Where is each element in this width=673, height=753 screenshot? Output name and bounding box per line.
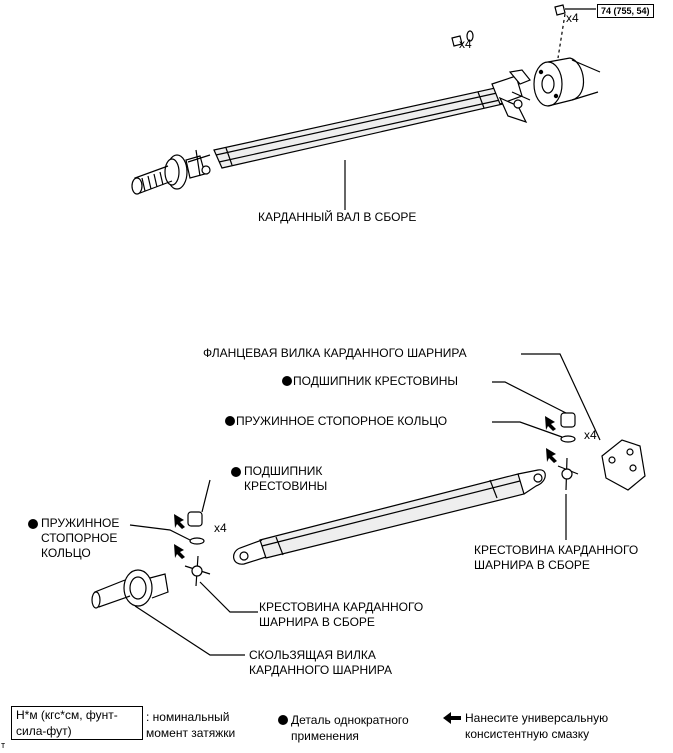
shaft-assembly-label: КАРДАННЫЙ ВАЛ В СБОРЕ [258,210,417,224]
single-use-dot-icon [282,376,292,386]
legend-grease: Нанесите универсальную консистентную сма… [465,711,609,741]
single-use-dot-icon [225,416,235,426]
torque-spec: 74 (755, 54) [597,4,654,18]
corner-mark: т [1,740,6,750]
legend-torque-unit: Н*м (кгс*см, фунт- сила-фут) [11,706,143,740]
single-use-dot-icon [28,519,38,529]
legend-single-use: Деталь однократного применения [291,713,409,743]
flange-yoke-label: ФЛАНЦЕВАЯ ВИЛКА КАРДАННОГО ШАРНИРА [203,346,467,360]
snap-ring-upper-label: ПРУЖИННОЕ СТОПОРНОЕ КОЛЬЦО [225,414,447,429]
single-use-dot-icon [231,467,241,477]
legend-dot-icon [278,715,288,725]
slip-yoke-label: СКОЛЬЗЯЩАЯ ВИЛКА КАРДАННОГО ШАРНИРА [249,648,392,677]
spider-left-label: КРЕСТОВИНА КАРДАННОГО ШАРНИРА В СБОРЕ [259,600,424,629]
bolts-quantity: x4 [459,37,472,51]
bottom-exploded-view [91,353,646,656]
lower-quantity: x4 [214,521,227,535]
bearing-lower-label: ПОДШИПНИК КРЕСТОВИНЫ [231,464,327,494]
spider-right-label: КРЕСТОВИНА КАРДАННОГО ШАРНИРА В СБОРЕ [474,543,639,572]
snap-ring-lower-label: ПРУЖИННОЕ СТОПОРНОЕ КОЛЬЦО [28,516,119,561]
top-shaft-assembly [131,4,601,210]
grease-arrows [174,416,557,724]
upper-quantity: x4 [584,428,597,442]
legend-torque-desc: : номинальный момент затяжки [146,710,236,740]
nuts-quantity: x4 [566,11,579,25]
bearing-upper-label: ПОДШИПНИК КРЕСТОВИНЫ [282,374,458,389]
